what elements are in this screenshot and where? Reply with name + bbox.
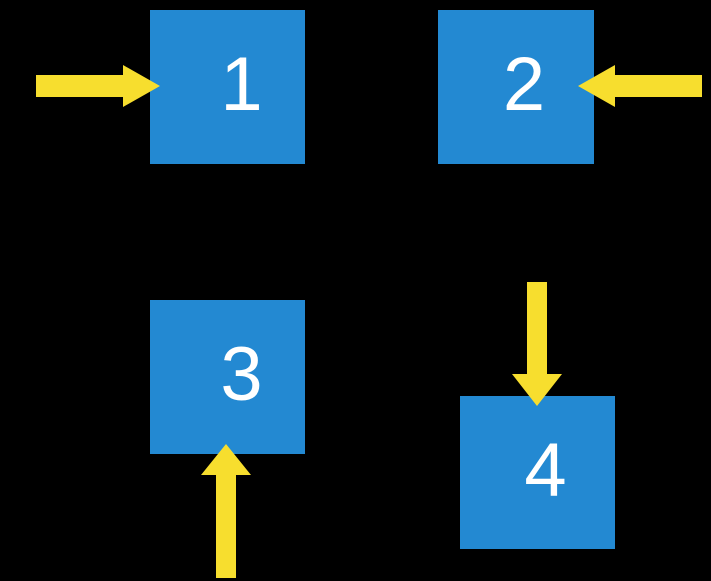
arrow-right-icon (36, 65, 160, 107)
node-box-4[interactable]: 4 (460, 396, 615, 549)
node-label-1: 1 (220, 42, 263, 127)
arrow-down-icon (512, 282, 562, 406)
arrow-up-icon (201, 444, 251, 578)
node-label-2: 2 (502, 42, 546, 127)
arrow-left-icon (578, 65, 702, 107)
node-box-3[interactable]: 3 (150, 300, 305, 454)
node-box-2[interactable]: 2 (438, 10, 594, 164)
node-box-1[interactable]: 1 (150, 10, 305, 164)
node-label-3: 3 (220, 332, 263, 417)
node-label-4: 4 (524, 427, 567, 513)
